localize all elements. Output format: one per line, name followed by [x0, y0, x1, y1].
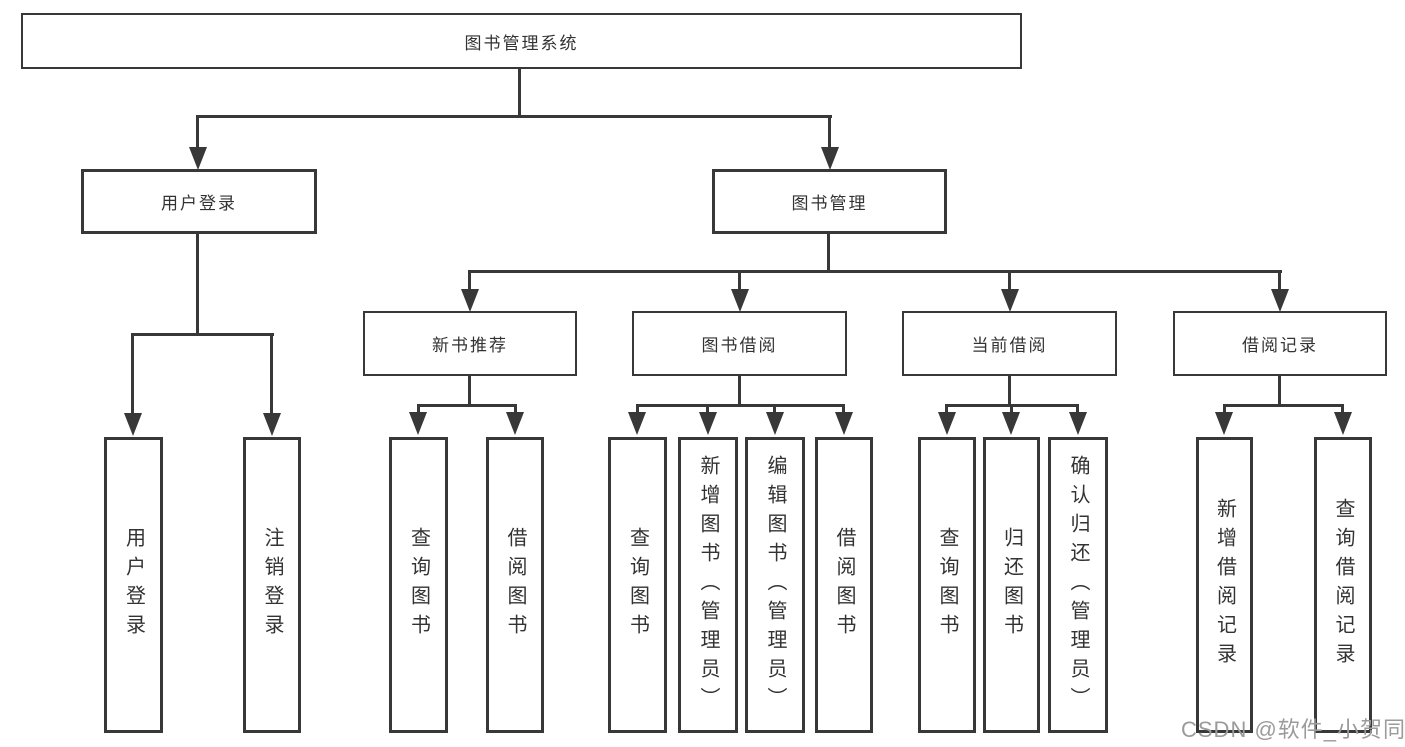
csdn-watermark: CSDN @软件_小贺同学	[1181, 717, 1405, 742]
connector-line-v	[827, 234, 830, 272]
connector-line-v	[828, 115, 831, 149]
node-label: 图书管理	[791, 194, 868, 213]
node-new-book-recommendation: 新书推荐	[363, 311, 577, 376]
leaf-label: 借阅图书	[833, 527, 855, 643]
leaf-borrow-books-borrowing: 借阅图书	[815, 437, 873, 733]
arrowhead-down-icon	[506, 412, 524, 435]
connector-line-v	[1008, 270, 1011, 291]
connector-line-v	[1341, 404, 1344, 415]
connector-line-v	[1278, 270, 1281, 291]
node-label: 当前借阅	[971, 336, 1048, 355]
leaf-query-books-recommend: 查询图书	[389, 437, 448, 733]
leaf-label: 归还图书	[1000, 527, 1023, 643]
node-label: 新书推荐	[432, 336, 508, 355]
arrowhead-down-icon	[1001, 289, 1019, 312]
leaf-label: 注销登录	[261, 527, 283, 643]
arrowhead-down-icon	[699, 412, 717, 435]
leaf-return-book: 归还图书	[983, 437, 1040, 733]
node-label: 图书管理系统	[464, 33, 579, 53]
leaf-user-login: 用户登录	[104, 437, 163, 733]
arrowhead-down-icon	[1215, 412, 1233, 435]
leaf-query-books-current: 查询图书	[918, 437, 976, 733]
node-book-borrowing: 图书借阅	[632, 311, 847, 376]
connector-line-v	[706, 404, 709, 415]
connector-line-v	[842, 404, 845, 415]
node-book-management: 图书管理	[712, 169, 947, 234]
arrowhead-down-icon	[461, 289, 479, 312]
connector-line-v	[738, 270, 741, 291]
connector-line-v	[1223, 404, 1226, 415]
connector-line-v	[196, 234, 199, 336]
node-label: 用户登录	[161, 194, 237, 213]
arrowhead-down-icon	[821, 147, 839, 170]
node-label: 借阅记录	[1242, 336, 1318, 355]
arrowhead-down-icon	[1069, 412, 1087, 435]
arrowhead-down-icon	[1271, 289, 1289, 312]
connector-line-v	[468, 270, 471, 291]
connector-line-v	[1278, 376, 1281, 406]
arrowhead-down-icon	[263, 413, 281, 436]
arrowhead-down-icon	[628, 412, 646, 435]
node-label: 图书借阅	[701, 336, 778, 355]
leaf-confirm-return-admin: 确认归还（管理员）	[1048, 437, 1108, 733]
connector-line-v	[518, 69, 521, 117]
leaf-label: 查询图书	[407, 527, 430, 643]
leaf-label: 编辑图书（管理员）	[764, 454, 786, 716]
node-current-borrowing: 当前借阅	[902, 311, 1117, 376]
node-user-login: 用户登录	[81, 169, 317, 234]
arrowhead-down-icon	[124, 413, 142, 436]
arrowhead-down-icon	[731, 289, 749, 312]
leaf-borrow-books-recommend: 借阅图书	[486, 437, 544, 733]
leaf-label: 查询借阅记录	[1332, 498, 1354, 672]
leaf-label: 新增借阅记录	[1213, 498, 1236, 672]
leaf-label: 借阅图书	[504, 527, 526, 643]
leaf-label: 确认归还（管理员）	[1067, 454, 1089, 716]
connector-line-v	[468, 376, 471, 406]
connector-line-v	[738, 376, 741, 406]
connector-line-h	[131, 333, 274, 336]
arrowhead-down-icon	[189, 147, 207, 170]
connector-line-v	[1008, 376, 1011, 406]
connector-line-v	[1010, 404, 1013, 415]
connector-line-h	[468, 270, 1282, 273]
connector-line-h	[636, 404, 845, 407]
leaf-logout: 注销登录	[243, 437, 301, 733]
connector-line-v	[514, 404, 517, 415]
leaf-label: 查询图书	[936, 527, 958, 643]
arrowhead-down-icon	[1334, 412, 1352, 435]
connector-line-v	[131, 333, 134, 415]
arrowhead-down-icon	[766, 412, 784, 435]
arrowhead-down-icon	[835, 412, 853, 435]
leaf-label: 查询图书	[626, 527, 649, 643]
node-root-library-management-system: 图书管理系统	[21, 13, 1022, 69]
connector-line-v	[417, 404, 420, 415]
connector-line-v	[270, 333, 273, 415]
connector-line-h	[417, 404, 517, 407]
leaf-add-borrow-record: 新增借阅记录	[1196, 437, 1253, 733]
arrowhead-down-icon	[938, 412, 956, 435]
connector-line-h	[1223, 404, 1344, 407]
node-borrowing-records: 借阅记录	[1173, 311, 1387, 376]
leaf-edit-book-admin: 编辑图书（管理员）	[745, 437, 805, 733]
leaf-label: 新增图书（管理员）	[697, 454, 719, 716]
connector-line-v	[945, 404, 948, 415]
leaf-label: 用户登录	[122, 527, 145, 643]
leaf-query-books-borrowing: 查询图书	[608, 437, 667, 733]
connector-line-v	[196, 115, 199, 149]
arrowhead-down-icon	[409, 412, 427, 435]
connector-line-v	[636, 404, 639, 415]
leaf-add-book-admin: 新增图书（管理员）	[678, 437, 738, 733]
arrowhead-down-icon	[1002, 412, 1020, 435]
connector-line-v	[1076, 404, 1079, 415]
leaf-query-borrow-record: 查询借阅记录	[1314, 437, 1372, 733]
connector-line-h	[196, 115, 832, 118]
connector-line-v	[773, 404, 776, 415]
